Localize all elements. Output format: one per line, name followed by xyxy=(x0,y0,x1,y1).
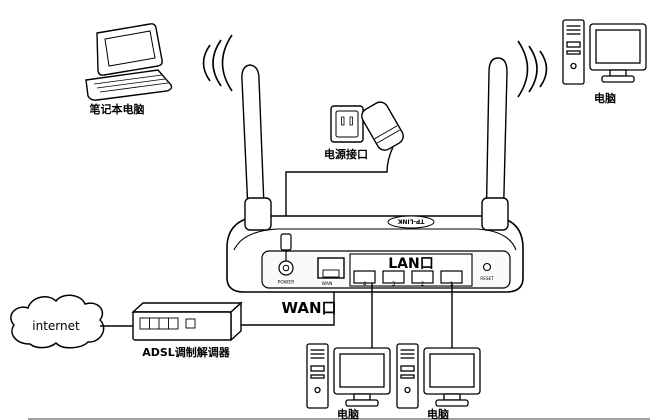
lan-number-3: 3 xyxy=(392,282,396,288)
lan-number-4: 4 xyxy=(363,282,367,288)
modem-top xyxy=(131,302,243,313)
adsl-modem xyxy=(131,301,243,342)
wifi-wave-icon xyxy=(528,45,538,93)
router-antenna-left xyxy=(241,64,266,233)
wifi-wave-icon xyxy=(539,50,548,88)
power-cable xyxy=(285,146,394,234)
lan-number-2: 2 xyxy=(421,282,425,288)
cloud-shape xyxy=(10,294,105,349)
laptop-label: 笔记本电脑 xyxy=(90,102,145,116)
reset-button xyxy=(482,262,492,272)
wan-port-label: WAN xyxy=(322,281,333,287)
wireless-router: TP-LINK POWER WAN LAN口 4 3 2 1 RESET xyxy=(226,57,524,293)
wifi-wave-icon xyxy=(517,40,529,98)
wan-big-label: WAN口 xyxy=(281,299,336,317)
antenna-hinge-right xyxy=(481,197,509,231)
wifi-waves-right xyxy=(517,40,548,98)
socket-slot xyxy=(349,116,353,126)
power-socket-label: 电源接口 xyxy=(324,147,368,161)
lan-cables xyxy=(371,283,453,348)
desktop-pc-bottom-left xyxy=(306,343,391,409)
antenna-hinge-left xyxy=(244,197,272,231)
wan-cables xyxy=(100,279,335,327)
power-adapter xyxy=(361,101,404,151)
wall-socket-face xyxy=(335,110,359,138)
internet-cloud: internet xyxy=(10,294,105,349)
desktop-pc-bottom-right xyxy=(396,343,481,409)
pc-bottom-left-label: 电脑 xyxy=(337,407,359,420)
router-brand: TP-LINK xyxy=(397,218,424,225)
dc-plug xyxy=(280,233,292,261)
pc-bottom-right-label: 电脑 xyxy=(427,407,449,420)
wan-port-inner xyxy=(322,269,340,278)
lan-port-2 xyxy=(411,270,434,284)
modem-led-panel xyxy=(185,318,196,329)
pc-top-right-label: 电脑 xyxy=(594,91,616,105)
wifi-waves-left xyxy=(202,34,233,92)
laptop-base xyxy=(85,69,173,101)
laptop xyxy=(85,23,173,101)
dc-plug-body xyxy=(280,233,292,251)
power-jack-label: POWER xyxy=(278,280,295,286)
adapter-detail xyxy=(377,129,400,144)
laptop-screen xyxy=(104,30,156,67)
laptop-keyboard xyxy=(93,74,169,93)
lan-port-3 xyxy=(382,270,405,284)
power-adapter-assembly xyxy=(285,101,404,234)
wifi-wave-icon xyxy=(202,44,211,82)
wifi-wave-icon xyxy=(212,39,222,87)
router-antenna-right xyxy=(485,57,508,233)
router-logo-badge xyxy=(387,215,435,229)
modem-to-wan-cable xyxy=(241,279,335,326)
internet-label: internet xyxy=(32,319,80,333)
wifi-wave-icon xyxy=(221,34,233,92)
reset-label: RESET xyxy=(480,276,494,281)
adapter-detail xyxy=(374,125,398,140)
lan-big-label: LAN口 xyxy=(388,256,433,272)
adsl-modem-label: ADSL调制解调器 xyxy=(142,345,231,359)
lan-port-4 xyxy=(353,270,376,284)
power-jack-pin xyxy=(282,264,290,272)
desktop-pc-top-right xyxy=(562,19,647,85)
router-top-edge xyxy=(233,228,517,251)
socket-slot xyxy=(341,116,345,126)
